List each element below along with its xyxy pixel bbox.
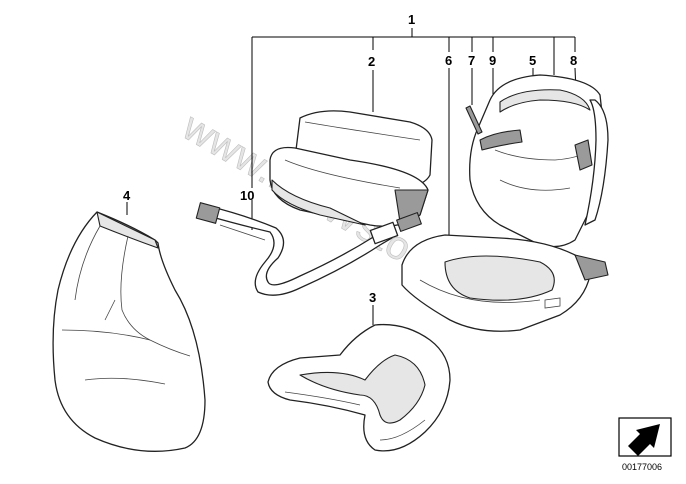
callout-6: 6 [445,53,452,68]
part-belt [195,202,422,296]
callouts: 1 2 6 7 9 5 8 4 10 3 [123,12,577,305]
part-seat-cover [52,211,206,452]
callout-5: 5 [529,53,536,68]
callout-10: 10 [240,188,254,203]
callout-7: 7 [468,53,475,68]
part-seat-pad [267,323,451,452]
arrow-icon [618,417,672,457]
diagram-code: 00177006 [622,462,662,472]
callout-2: 2 [368,54,375,69]
callout-9: 9 [489,53,496,68]
callout-1: 1 [408,12,415,27]
callout-3: 3 [369,290,376,305]
callout-4: 4 [123,188,131,203]
callout-8: 8 [570,53,577,68]
part-cushion-block [269,110,433,227]
part-child-seat [401,74,609,332]
